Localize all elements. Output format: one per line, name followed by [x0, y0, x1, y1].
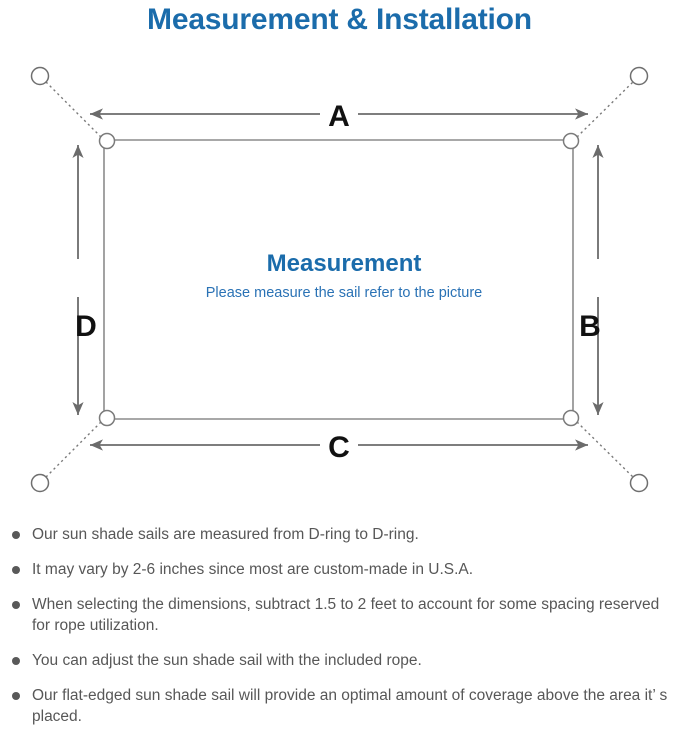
list-item: Our flat-edged sun shade sail will provi… [0, 685, 679, 727]
d-ring-top-left [98, 132, 116, 150]
bullet-icon [12, 531, 20, 539]
dimension-label-c: C [328, 431, 350, 464]
bullet-icon [12, 692, 20, 700]
sail-measurement-diagram: A B C D Measurement Please measure the s… [0, 44, 679, 514]
anchor-point-top-right [629, 66, 649, 86]
anchor-point-top-left [30, 66, 50, 86]
note-text: Our flat-edged sun shade sail will provi… [32, 687, 668, 725]
note-text: When selecting the dimensions, subtract … [32, 596, 660, 634]
list-item: You can adjust the sun shade sail with t… [0, 650, 679, 671]
list-item: Our sun shade sails are measured from D-… [0, 524, 679, 545]
rope-line-bottom-left [44, 421, 102, 479]
notes-list: Our sun shade sails are measured from D-… [0, 524, 679, 727]
sail-center-heading: Measurement [267, 250, 422, 277]
dimension-label-d: D [75, 310, 97, 343]
rope-line-bottom-right [576, 421, 635, 479]
d-ring-bottom-right [562, 409, 580, 427]
list-item: When selecting the dimensions, subtract … [0, 594, 679, 636]
d-ring-top-right [562, 132, 580, 150]
page-title: Measurement & Installation [147, 3, 532, 36]
anchor-point-bottom-left [30, 473, 50, 493]
note-text: It may vary by 2-6 inches since most are… [32, 561, 474, 578]
rope-line-top-right [576, 80, 635, 138]
bullet-icon [12, 566, 20, 574]
sail-center-subtext: Please measure the sail refer to the pic… [206, 285, 482, 301]
bullet-icon [12, 657, 20, 665]
note-text: You can adjust the sun shade sail with t… [32, 652, 422, 669]
anchor-point-bottom-right [629, 473, 649, 493]
rope-line-top-left [44, 80, 102, 138]
d-ring-bottom-left [98, 409, 116, 427]
note-text: Our sun shade sails are measured from D-… [32, 526, 419, 543]
list-item: It may vary by 2-6 inches since most are… [0, 559, 679, 580]
bullet-icon [12, 601, 20, 609]
sail-body [103, 139, 574, 420]
dimension-label-b: B [579, 310, 601, 343]
dimension-label-a: A [328, 100, 350, 133]
